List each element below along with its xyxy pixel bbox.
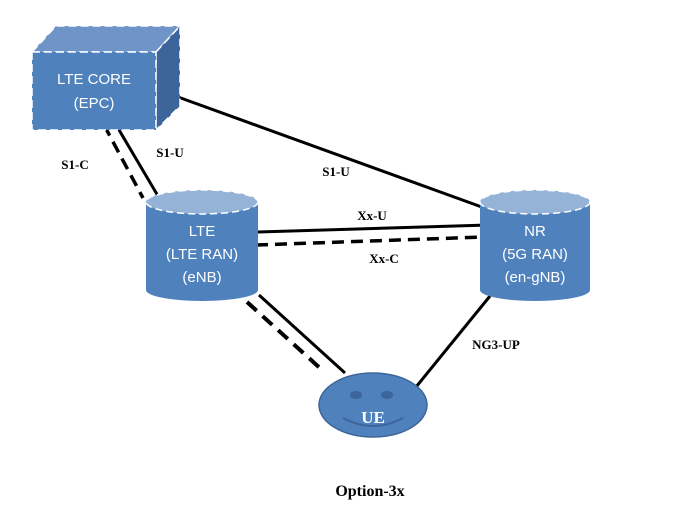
enb-label-line2: (LTE RAN) bbox=[166, 246, 238, 263]
enb-node[interactable]: LTE (LTE RAN) (eNB) bbox=[145, 189, 259, 301]
label-xxu: Xx-U bbox=[357, 208, 387, 223]
link-labels: S1-C S1-U S1-U Xx-U Xx-C NG3-UP bbox=[61, 145, 520, 352]
ue-face bbox=[318, 372, 428, 438]
gnb-label-line2: (5G RAN) bbox=[502, 246, 568, 263]
epc-label-line1: LTE CORE bbox=[57, 71, 131, 88]
link-s1c bbox=[102, 124, 145, 199]
ue-label: UE bbox=[361, 408, 385, 427]
link-s1u-enb bbox=[110, 117, 160, 197]
link-xxu bbox=[257, 223, 489, 234]
links bbox=[102, 95, 492, 388]
link-uu-dashed bbox=[245, 300, 323, 371]
gnb-label-line1: NR bbox=[524, 223, 546, 240]
link-s1u-gnb bbox=[177, 95, 491, 212]
label-ng3up: NG3-UP bbox=[472, 337, 520, 352]
diagram-caption: Option-3x bbox=[335, 483, 404, 500]
gnb-cylinder-top bbox=[479, 189, 591, 215]
epc-node[interactable]: LTE CORE (EPC) bbox=[30, 24, 182, 132]
link-xxc bbox=[255, 235, 485, 247]
ue-smile-icon bbox=[342, 417, 404, 427]
gnb-node[interactable]: NR (5G RAN) (en-gNB) bbox=[479, 189, 591, 301]
enb-cylinder-body bbox=[146, 202, 258, 301]
enb-cylinder-top bbox=[145, 189, 259, 215]
enb-label-line1: LTE bbox=[189, 223, 215, 240]
gnb-cylinder-body bbox=[480, 202, 590, 301]
label-s1c: S1-C bbox=[61, 157, 88, 172]
link-ng3up bbox=[414, 295, 492, 388]
epc-cube-front bbox=[31, 51, 157, 131]
label-xxc: Xx-C bbox=[369, 251, 399, 266]
label-s1u-gnb: S1-U bbox=[322, 164, 350, 179]
label-s1u-enb: S1-U bbox=[156, 145, 184, 160]
enb-label-line3: (eNB) bbox=[182, 269, 221, 286]
ue-node[interactable]: UE bbox=[318, 372, 428, 438]
gnb-label-line3: (en-gNB) bbox=[505, 269, 566, 286]
link-uu-solid bbox=[257, 293, 347, 375]
ue-left-eye-icon bbox=[350, 391, 362, 399]
epc-label-line2: (EPC) bbox=[74, 95, 115, 112]
epc-cube-top bbox=[30, 25, 182, 53]
ue-right-eye-icon bbox=[381, 391, 393, 399]
